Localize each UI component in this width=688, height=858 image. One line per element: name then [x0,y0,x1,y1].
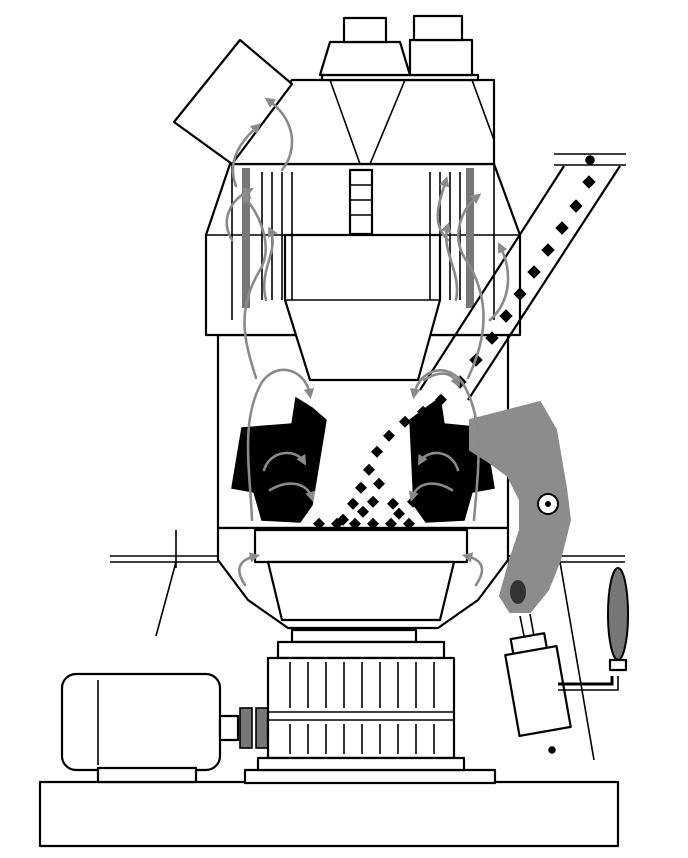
hydraulic-cylinder [504,613,619,754]
grinding-table [253,528,469,622]
discharge-outlet [172,38,294,166]
gearbox [256,628,466,772]
rocker-arm [469,400,572,613]
separator-cage [204,162,522,382]
drive-motor [60,672,222,784]
accumulator [607,567,629,672]
base-frame [38,768,620,848]
airflow-arrows [225,97,510,587]
classifier-top [228,14,496,166]
left-roller [231,396,327,523]
